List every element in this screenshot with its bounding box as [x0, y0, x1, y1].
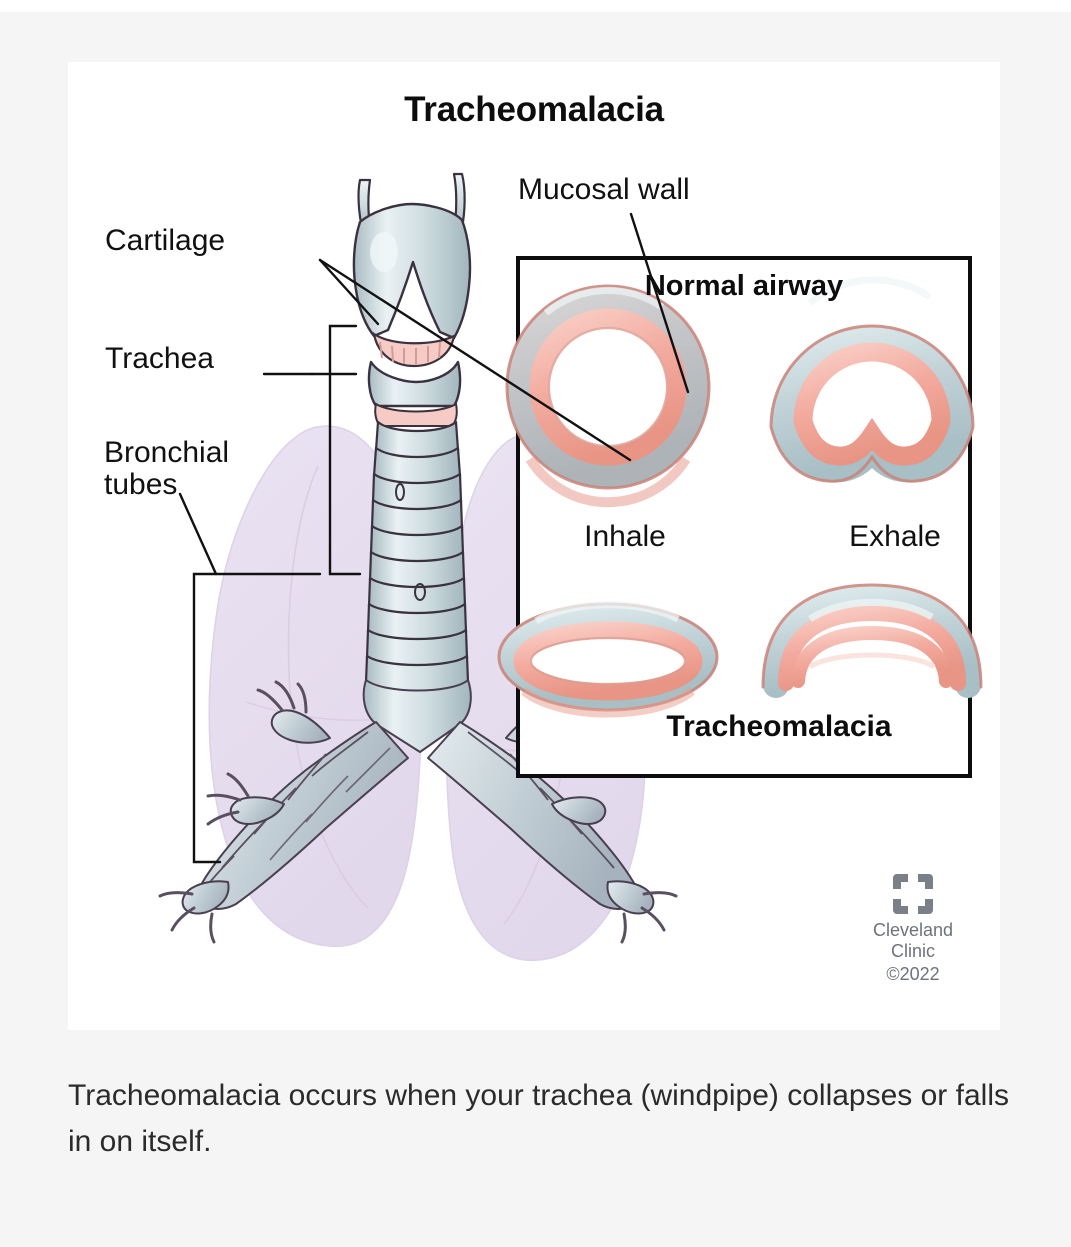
airway-tracheomalacia-inhale [497, 601, 719, 718]
figure-title: Tracheomalacia [404, 90, 664, 129]
credit-organization-line1: Cleveland [872, 920, 954, 940]
airway-normal-exhale [769, 276, 975, 483]
figure-card: Tracheomalacia Cartilage Trachea Bronchi… [68, 62, 1000, 1030]
inset-title-normal-airway: Normal airway [644, 270, 844, 302]
inset-title-tracheomalacia: Tracheomalacia [666, 710, 892, 743]
label-mucosal-wall: Mucosal wall [518, 173, 690, 206]
credit-organization: Cleveland Clinic [848, 920, 978, 962]
airway-tracheomalacia-exhale [761, 583, 983, 698]
trachea [364, 420, 470, 693]
credit-block: Cleveland Clinic ©2022 [848, 874, 978, 985]
credit-copyright: ©2022 [886, 964, 940, 985]
label-bronchial-tubes: Bronchial tubes [104, 436, 304, 502]
label-bronchial-tubes-line2: tubes [104, 468, 178, 502]
anatomy-illustration: Tracheomalacia Cartilage Trachea Bronchi… [68, 62, 1000, 1030]
credit-organization-line2: Clinic [890, 941, 935, 962]
label-trachea: Trachea [105, 342, 214, 375]
tracheomalacia-diagram-svg [158, 172, 983, 961]
label-exhale: Exhale [849, 520, 941, 553]
label-cartilage: Cartilage [105, 224, 226, 257]
leader-lines [178, 212, 690, 864]
top-white-strip [0, 0, 1071, 12]
larynx [352, 172, 472, 427]
label-bronchial-tubes-line1: Bronchial [104, 436, 230, 469]
inset-top-title-wrap: Normal airway [518, 270, 970, 303]
airway-normal-inhale [505, 284, 711, 508]
cleveland-clinic-logo-icon [893, 874, 933, 914]
label-inhale: Inhale [584, 520, 666, 553]
figure-caption: Tracheomalacia occurs when your trachea … [68, 1079, 1009, 1158]
